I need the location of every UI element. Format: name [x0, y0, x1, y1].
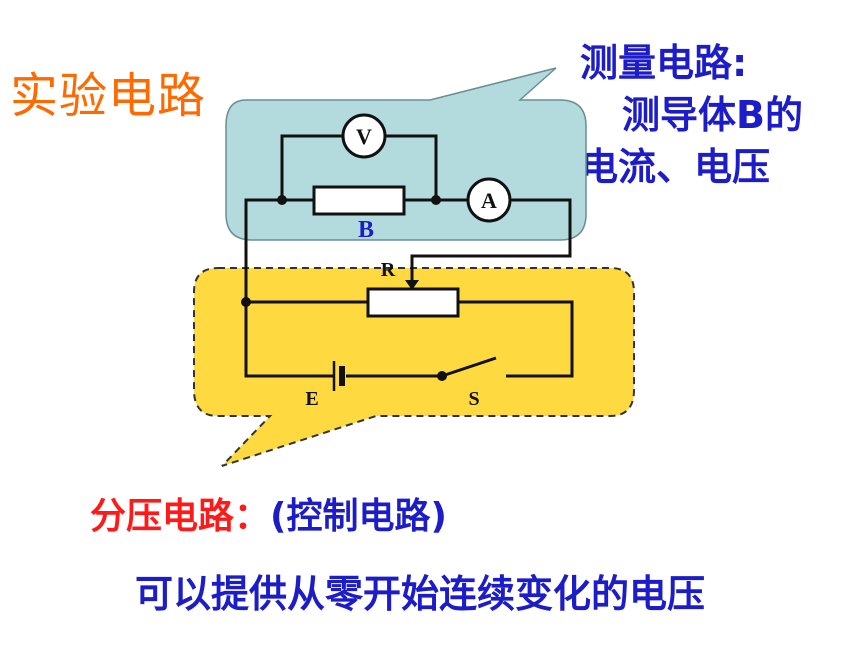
- junction-dot: [277, 195, 287, 205]
- switch-blade: [441, 356, 497, 378]
- divider-callout-label: 分压电路：(控制电路): [90, 487, 447, 539]
- junction-dot: [241, 297, 251, 307]
- wire-divider: [244, 300, 574, 378]
- rheostat-symbol: [366, 287, 460, 318]
- ammeter-label: A: [481, 188, 497, 213]
- divider-callout-description: 可以提供从零开始连续变化的电压: [135, 572, 706, 616]
- rheostat-slider-arrow: [405, 280, 419, 290]
- divider-callout-title: 分压电路：: [90, 496, 271, 537]
- junction-dot: [431, 195, 441, 205]
- resistor-b-label: B: [358, 217, 374, 243]
- divider-callout-subtitle: (控制电路): [270, 496, 447, 537]
- rheostat-label: R: [381, 259, 396, 281]
- page-title: 实验电路: [10, 68, 207, 124]
- switch-pivot-dot: [437, 371, 447, 381]
- measure-callout-box: [225, 67, 587, 241]
- resistor-b-symbol: [312, 185, 406, 216]
- measure-callout-line3: 电流、电压: [580, 145, 771, 189]
- ammeter-symbol: [466, 177, 512, 223]
- measure-callout-line1: 测量电路:: [580, 41, 748, 85]
- measure-callout-line2: 测导体B的: [622, 93, 803, 137]
- voltmeter-symbol: [341, 113, 387, 159]
- battery-label: E: [305, 388, 318, 410]
- voltmeter-label: V: [356, 124, 372, 149]
- switch-label: S: [468, 388, 479, 410]
- divider-callout-box: [193, 267, 635, 467]
- wire-voltmeter-loop: [280, 134, 438, 200]
